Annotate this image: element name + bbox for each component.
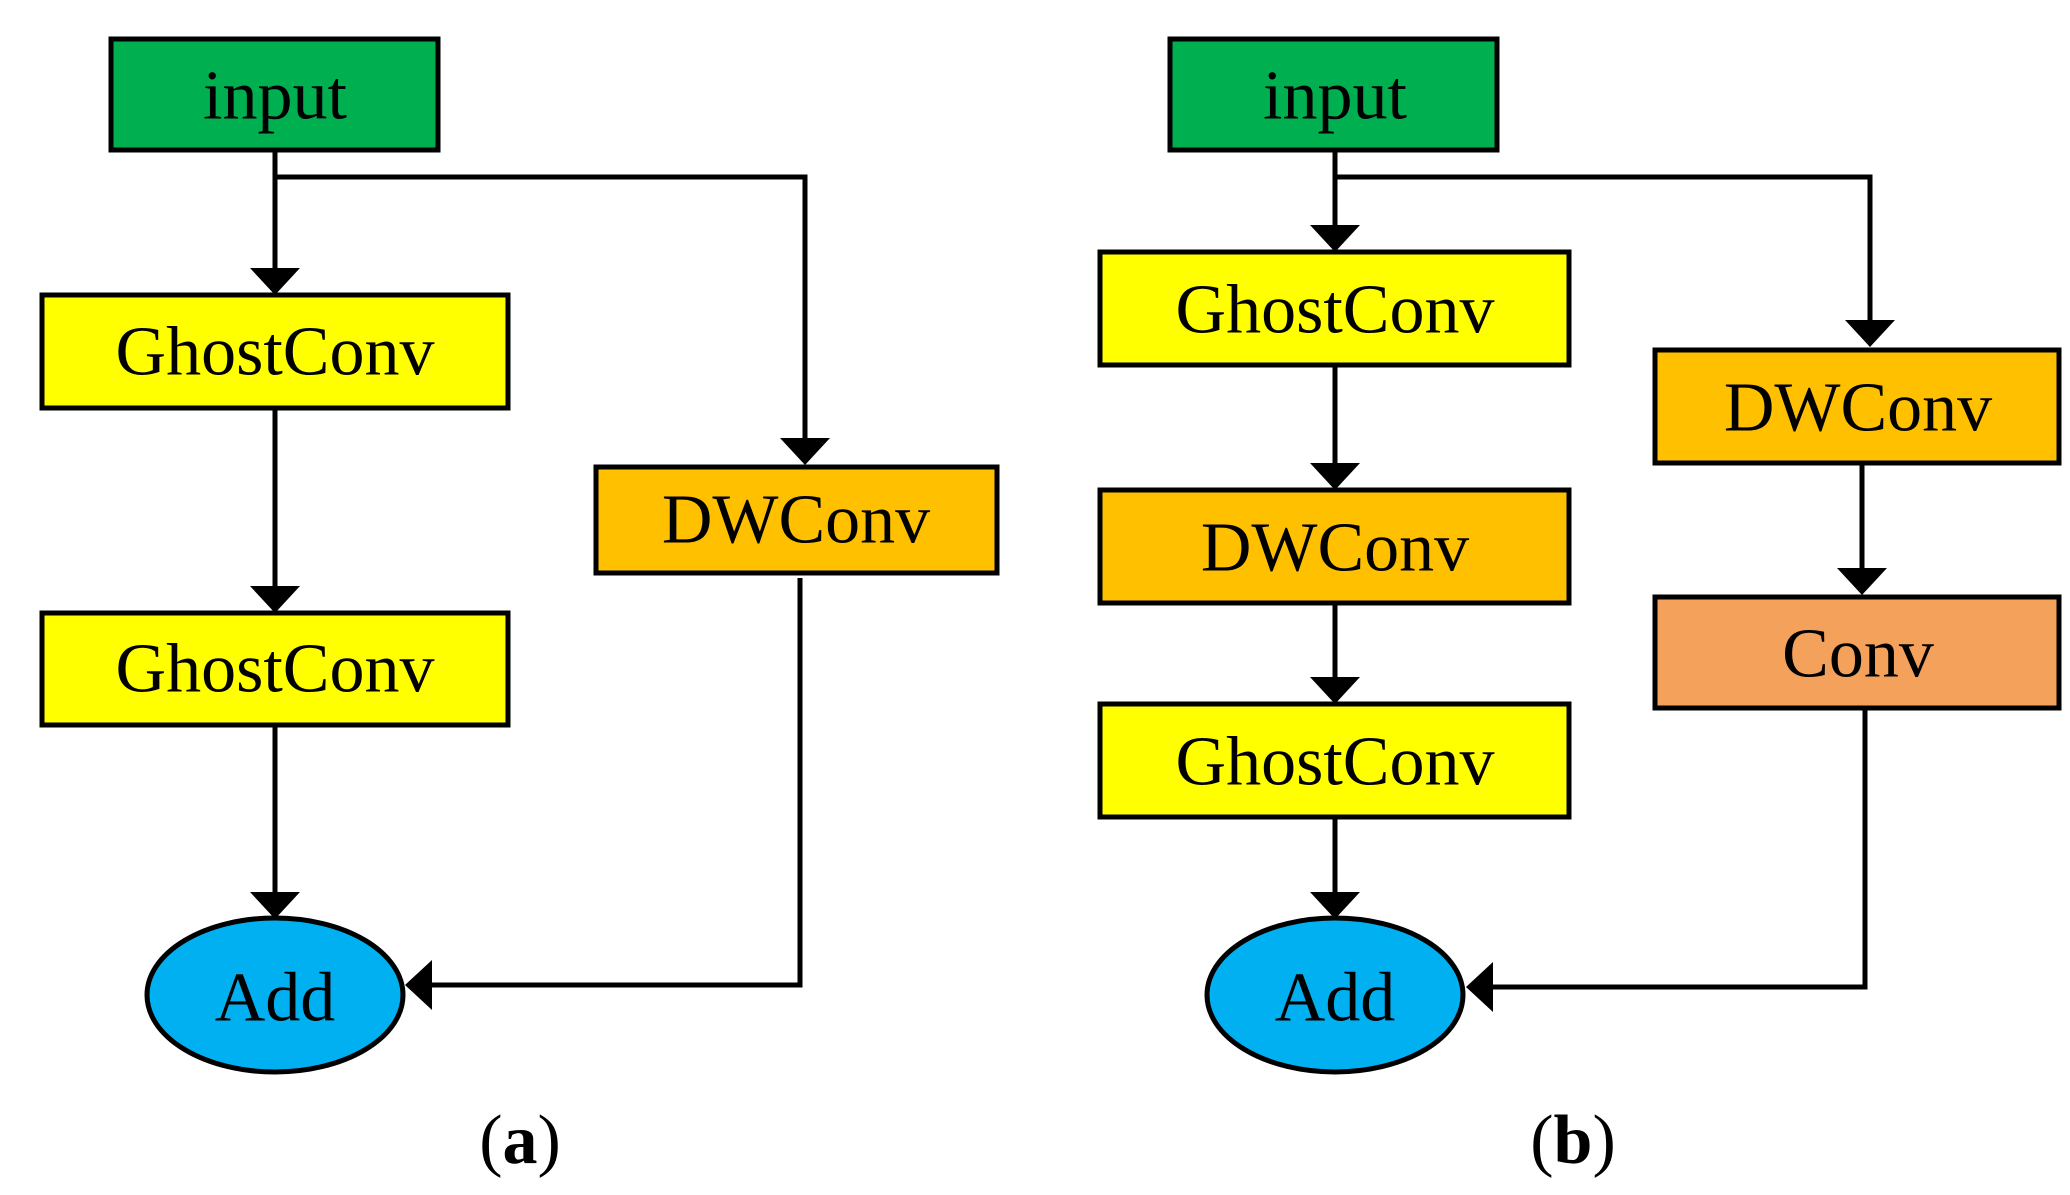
node-a-add-label: Add	[215, 960, 336, 1037]
arrowhead-b-add-top	[1310, 892, 1360, 919]
diagram-b: input GhostConv DWConv GhostConv DWConv …	[1097, 36, 2062, 1179]
caption-b-open: (	[1530, 1102, 1553, 1179]
node-a-ghostconv-1	[39, 292, 511, 411]
edges-b	[1310, 150, 1895, 1012]
arrowhead-a-ghostconv1	[250, 268, 300, 295]
arrowhead-b-dwconv-branch	[1845, 320, 1895, 347]
node-b-ghostconv-2-label: GhostConv	[1176, 724, 1495, 801]
caption-b: (b)	[1530, 1102, 1616, 1179]
edge-a-input-dwconv	[275, 174, 808, 438]
arrowhead-a-add-side	[405, 960, 432, 1010]
node-b-ghostconv-2	[1097, 701, 1572, 820]
node-b-add	[1204, 915, 1466, 1075]
node-b-dwconv-main-label: DWConv	[1201, 510, 1469, 587]
diagram-a: input GhostConv GhostConv DWConv Add (a)	[39, 36, 1000, 1179]
node-a-ghostconv-1-label: GhostConv	[116, 314, 435, 391]
edge-b-input-dwconv-branch	[1335, 174, 1873, 320]
edge-b-conv-add	[1493, 708, 1868, 990]
node-b-input-label: input	[1263, 58, 1407, 135]
arrowhead-b-ghostconv2	[1310, 677, 1360, 704]
caption-a-close: )	[538, 1102, 561, 1179]
edges-a	[250, 150, 830, 1010]
node-b-input	[1167, 36, 1500, 153]
caption-a-open: (	[479, 1102, 502, 1179]
node-a-dwconv-label: DWConv	[662, 482, 930, 559]
edge-a-dwconv-add	[432, 578, 803, 988]
node-a-dwconv	[593, 464, 1000, 576]
node-b-dwconv-branch	[1652, 347, 2062, 466]
arrowhead-a-add-top	[250, 892, 300, 919]
node-b-ghostconv-1	[1097, 249, 1572, 368]
arrowhead-b-add-side	[1466, 962, 1493, 1012]
node-b-dwconv-branch-label: DWConv	[1724, 370, 1992, 447]
caption-a: (a)	[479, 1102, 561, 1179]
arrowhead-a-dwconv	[780, 438, 830, 465]
node-b-conv	[1652, 594, 2062, 711]
node-a-input-label: input	[203, 58, 347, 135]
node-a-input	[108, 36, 441, 153]
arrowhead-b-ghostconv1	[1310, 225, 1360, 252]
caption-a-letter: a	[503, 1102, 538, 1179]
node-b-conv-label: Conv	[1782, 616, 1934, 693]
caption-b-close: )	[1592, 1102, 1615, 1179]
node-a-ghostconv-2-label: GhostConv	[116, 631, 435, 708]
arrowhead-a-ghostconv2	[250, 586, 300, 613]
arrowhead-b-dwconv-main	[1310, 463, 1360, 490]
node-b-ghostconv-1-label: GhostConv	[1176, 272, 1495, 349]
node-b-dwconv-main	[1097, 487, 1572, 606]
node-a-add	[144, 915, 406, 1075]
node-b-add-label: Add	[1275, 960, 1396, 1037]
caption-b-letter: b	[1554, 1102, 1593, 1179]
node-a-ghostconv-2	[39, 610, 511, 728]
arrowhead-b-conv	[1837, 568, 1887, 595]
